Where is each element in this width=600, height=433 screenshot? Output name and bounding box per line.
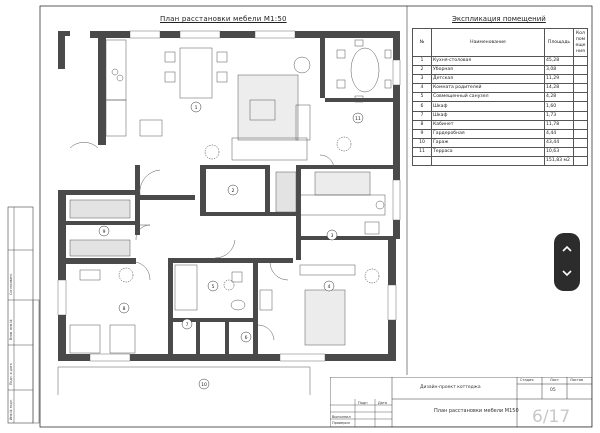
cell-area: 4,44 [544, 128, 574, 139]
cell-rooms [573, 74, 588, 85]
room-label-6: 6 [245, 335, 248, 341]
cell-area: 45,28 [544, 55, 574, 67]
title-block [330, 377, 592, 427]
role-1: Выполнил [332, 415, 351, 419]
cell-n: 9 [412, 128, 432, 139]
col-area: Площадь [544, 28, 574, 57]
sheets-label: Листов [570, 378, 584, 382]
room-label-11: 11 [355, 116, 361, 122]
cell-rooms [573, 137, 588, 148]
page-nav [554, 233, 580, 291]
cell-name [431, 156, 545, 167]
room-label-8: 8 [123, 306, 126, 312]
cell-rooms [573, 146, 588, 158]
cell-rooms [573, 119, 588, 130]
cell-n: 2 [412, 65, 432, 76]
col-name: Наименование [431, 28, 545, 57]
cell-area: 4,28 [544, 92, 574, 103]
cell-n: 5 [412, 92, 432, 103]
cell-n: 8 [412, 119, 432, 130]
room-label-7: 7 [186, 322, 189, 328]
cell-rooms [573, 92, 588, 103]
col-sign: Подп [358, 401, 368, 405]
room-label-1: 1 [195, 105, 198, 111]
cell-area: 43,44 [544, 137, 574, 148]
explication-table: № Наименование Площадь Кол пом еще ния 1… [412, 28, 588, 167]
cell-n: 10 [412, 137, 432, 148]
cell-rooms [573, 101, 588, 112]
cell-name: Терраса [431, 146, 545, 158]
cell-name: Совмещенный санузел [431, 92, 545, 103]
explication-title: Экспликация помещений [452, 15, 546, 23]
cell-n: 4 [412, 83, 432, 94]
cell-rooms [573, 110, 588, 121]
cell-area: 1,73 [544, 110, 574, 121]
plan-title: План расстановки мебели М1:50 [160, 15, 287, 23]
room-label-5: 5 [212, 284, 215, 290]
cell-n: 11 [412, 146, 432, 158]
page-indicator: 6/17 [532, 407, 571, 427]
sheet-number: 05 [550, 388, 556, 393]
col-date: Дата [378, 401, 388, 405]
cell-name: Гараж [431, 137, 545, 148]
cell-area: 3,08 [544, 65, 574, 76]
cell-n: 7 [412, 110, 432, 121]
cell-n [412, 156, 432, 167]
role-2: Проверил [332, 421, 350, 425]
cell-area: 10,63 [544, 146, 574, 158]
cell-name: Комната родителей [431, 83, 545, 94]
chevron-down-icon[interactable] [561, 267, 573, 279]
cell-name: Уборная [431, 65, 545, 76]
cell-n: 6 [412, 101, 432, 112]
room-label-9: 9 [103, 229, 106, 235]
room-label-4: 4 [328, 284, 331, 290]
room-label-3: 3 [331, 233, 334, 239]
cell-area: 14,28 [544, 83, 574, 94]
col-num: № [412, 28, 432, 57]
total-row: 151,83 м2 [412, 156, 588, 167]
room-label-10: 10 [201, 382, 207, 388]
cell-n: 1 [412, 55, 432, 67]
cell-name: Шкаф [431, 101, 545, 112]
cell-name: Кухня-столовая [431, 55, 545, 67]
left-binding-stamp [7, 206, 40, 424]
cell-rooms [573, 55, 588, 67]
chevron-up-icon[interactable] [561, 243, 573, 255]
cell-rooms [573, 156, 588, 167]
cell-area: 11,29 [544, 74, 574, 85]
title-block-text: Дизайн-проект коттеджа План расстановки … [330, 377, 592, 427]
stage-label: Стадия [520, 378, 534, 382]
cell-rooms [573, 128, 588, 139]
room-label-2: 2 [232, 188, 235, 194]
cell-rooms [573, 83, 588, 94]
cell-name: Гардеробная [431, 128, 545, 139]
project-name: Дизайн-проект коттеджа [420, 385, 481, 390]
cell-name: Шкаф [431, 110, 545, 121]
cell-name: Детская [431, 74, 545, 85]
cell-name: Кабинет [431, 119, 545, 130]
sheet-title: План расстановки мебели М150 [434, 408, 519, 414]
cell-area: 11,78 [544, 119, 574, 130]
cell-area: 1,60 [544, 101, 574, 112]
sheet-label: Лист [550, 378, 559, 382]
total-area: 151,83 м2 [544, 156, 574, 167]
cell-rooms [573, 65, 588, 76]
col-rooms: Кол пом еще ния [573, 28, 588, 57]
cell-n: 3 [412, 74, 432, 85]
